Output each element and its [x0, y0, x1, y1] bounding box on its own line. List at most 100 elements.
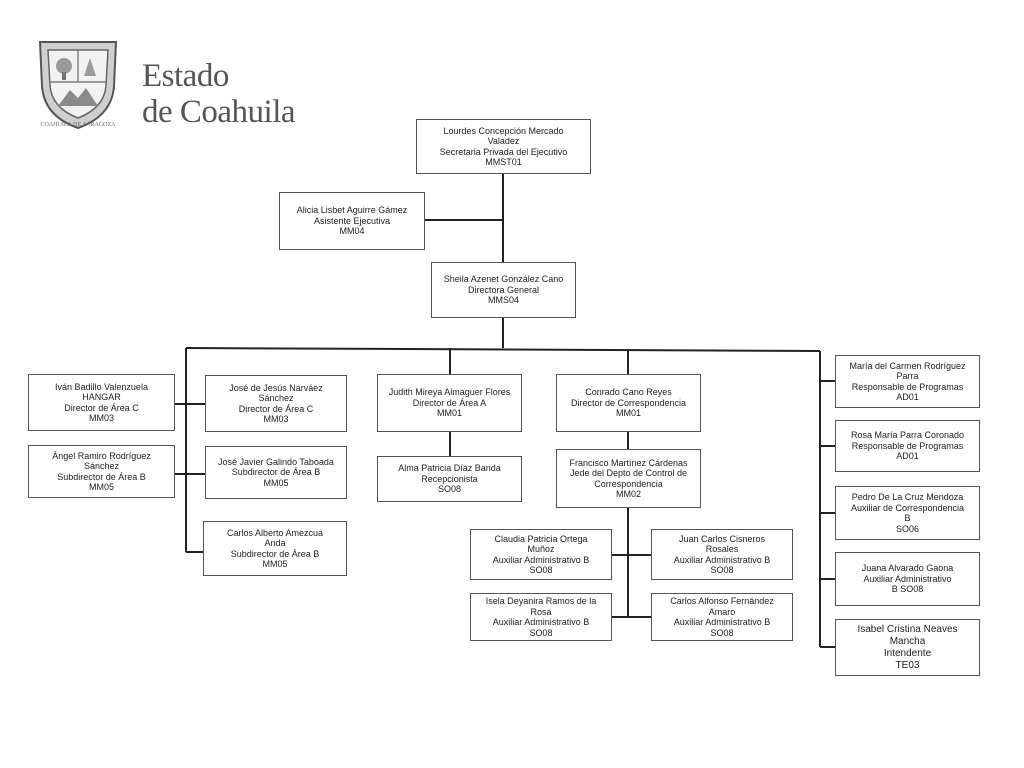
node-text-line: AD01: [896, 392, 919, 402]
node-text-line: Recepcionista: [421, 473, 478, 484]
node-text-line: Sánchez: [258, 393, 294, 403]
node-text-line: MM05: [263, 477, 289, 488]
node-text-line: Intendente: [883, 647, 932, 659]
node-text-line: Parra: [896, 371, 919, 381]
node-text-line: Director de Correspondencia: [570, 397, 687, 408]
node-text-line: Jede del Depto de Control de: [569, 468, 688, 478]
node-text-line: Director de Área C: [238, 403, 314, 414]
node-text-line: Alicia Lisbet Aguirre Gámez: [296, 205, 408, 216]
node-text-line: SO08: [529, 565, 553, 575]
node-text-line: Secretaria Privada del Ejecutivo: [439, 146, 568, 157]
node-text-line: Valadez: [487, 136, 520, 146]
node-text-line: Judith Mireya Almaguer Flores: [388, 387, 511, 398]
coahuila-seal-logo: COAHUILA DE ZARAGOZA: [38, 41, 118, 130]
title-line-coahuila: de Coahuila: [142, 94, 296, 130]
node-text-line: Amaro: [708, 606, 736, 617]
node-text-line: SO08: [437, 484, 461, 495]
node-text-line: MMST01: [485, 157, 522, 167]
node-text-line: Rosa María Parra Coronado: [850, 430, 965, 441]
node-text-line: MM01: [436, 408, 462, 419]
node-text-line: Muñoz: [527, 544, 555, 554]
node-text-line: Auxiliar Administrativo: [863, 573, 952, 584]
node-text-line: MMS04: [487, 295, 519, 306]
node-text-line: SO08: [710, 627, 734, 638]
node-text-line: Auxiliar Administrativo B: [492, 554, 590, 565]
title-line-estado: Estado: [142, 58, 229, 94]
node-text-line: María del Carmen Rodríguez: [849, 360, 966, 371]
node-text-line: Carlos Alfonso Fernández: [670, 596, 774, 606]
node-text-line: José Javier Galindo Taboada: [218, 456, 334, 467]
node-text-line: MM05: [262, 559, 288, 569]
node-text-line: Juana Alvarado Gaona: [861, 563, 954, 574]
node-text-line: Conrado Cano Reyes: [585, 387, 672, 398]
node-text-line: Subdirector de Área B: [231, 467, 321, 478]
node-text-line: AD01: [896, 451, 919, 462]
node-text-line: Responsable de Programas: [851, 381, 964, 392]
node-text-line: SO06: [895, 523, 919, 534]
connector: [185, 347, 821, 352]
node-text-line: Claudia Patricia Ortega: [494, 533, 588, 544]
node-text-line: Director de Área A: [412, 397, 487, 408]
node-text-line: TE03: [895, 659, 920, 671]
node-text-line: Auxiliar Administrativo B: [673, 617, 771, 627]
node-text-line: Alma Patricia Díaz Banda: [398, 463, 501, 474]
node-text-line: MM04: [339, 226, 365, 237]
node-text-line: Asistente Ejecutiva: [313, 215, 391, 226]
node-text-line: Directora General: [467, 284, 540, 295]
node-text-line: MM03: [88, 413, 114, 423]
node-text-line: Sheila Azenet González Cano: [443, 274, 564, 285]
node-text-line: Auxiliar Administrativo B: [492, 617, 590, 627]
node-text-line: Isela Deyanira Ramos de la: [485, 596, 597, 606]
node-text-line: Isabel Cristina Neaves: [857, 623, 958, 635]
node-text-line: B: [904, 513, 911, 523]
node-text-line: HANGAR: [82, 392, 121, 402]
node-text-line: Auxiliar Administrativo B: [673, 554, 771, 565]
node-text-line: B SO08: [891, 584, 924, 595]
node-text-line: Rosa: [530, 606, 552, 617]
node-text-line: Juan Carlos Cisneros: [678, 533, 766, 544]
page-title: Estado de Coahuila: [142, 58, 296, 130]
node-text-line: Lourdes Concepción Mercado: [443, 125, 564, 136]
node-text-line: Pedro De La Cruz Mendoza: [851, 492, 964, 502]
node-text-line: Correspondencia: [594, 478, 663, 489]
node-text-line: Auxiliar de Correspondencia: [850, 502, 965, 513]
node-text-line: Anda: [264, 538, 286, 548]
node-text-line: Director de Área C: [64, 402, 139, 413]
node-text-line: José de Jesús Narváez: [229, 382, 323, 393]
node-text-line: Subdirector de Área B: [57, 471, 146, 482]
node-text-line: MM01: [615, 408, 641, 419]
node-text-line: Iván Badillo Valenzuela: [55, 381, 148, 392]
node-text-line: MM05: [88, 482, 114, 492]
node-text-line: Subdirector de Área B: [230, 548, 320, 559]
svg-text:COAHUILA DE ZARAGOZA: COAHUILA DE ZARAGOZA: [41, 122, 117, 128]
node-text-line: Mancha: [889, 635, 926, 647]
node-text-line: SO08: [710, 565, 734, 575]
node-text-line: Rosales: [705, 544, 739, 554]
node-text-line: Sánchez: [83, 461, 120, 471]
node-text-line: Francisco Martínez Cárdenas: [569, 457, 688, 468]
node-text-line: MM03: [263, 414, 289, 424]
node-text-line: SO08: [529, 627, 553, 638]
node-text-line: Carlos Alberto Amezcua: [226, 527, 324, 538]
node-text-line: MM02: [615, 489, 641, 499]
